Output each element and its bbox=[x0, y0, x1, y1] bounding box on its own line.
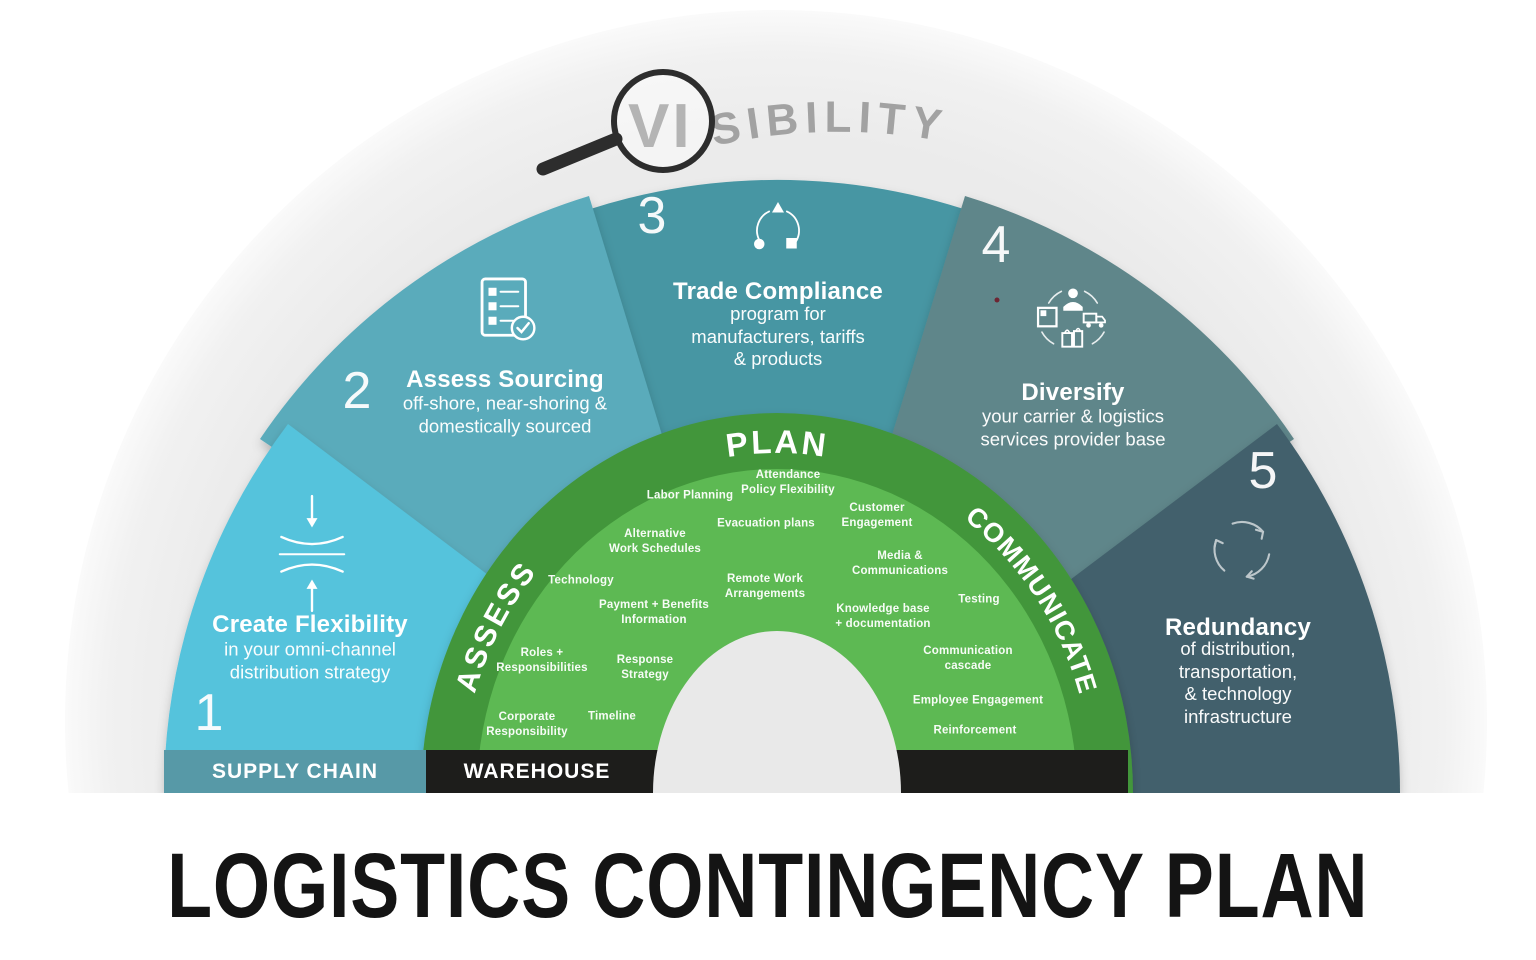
sourcing-checklist-icon bbox=[476, 277, 538, 348]
carrier-network-cycle-icon bbox=[1035, 287, 1111, 358]
visibility-magnified-letters: VI bbox=[628, 92, 693, 161]
process-shapes-cycle-icon bbox=[748, 199, 808, 261]
flexibility-compress-icon bbox=[276, 494, 348, 618]
visibility-headline: VI SIBILITY bbox=[536, 69, 945, 176]
center-cutout bbox=[653, 631, 901, 793]
lower-white-area bbox=[0, 793, 1536, 960]
magnifier-lens-glass bbox=[617, 75, 709, 167]
redundancy-cycle-icon bbox=[1204, 512, 1280, 593]
small-dot-artifact bbox=[994, 297, 1000, 303]
supply-chain-bar bbox=[164, 750, 426, 793]
magnifier-ring-icon bbox=[611, 69, 715, 173]
page-title: LOGISTICS CONTINGENCY PLAN bbox=[167, 835, 1369, 937]
phase-plan-label: PLAN bbox=[724, 423, 831, 464]
magnifier-handle-icon bbox=[536, 132, 623, 176]
